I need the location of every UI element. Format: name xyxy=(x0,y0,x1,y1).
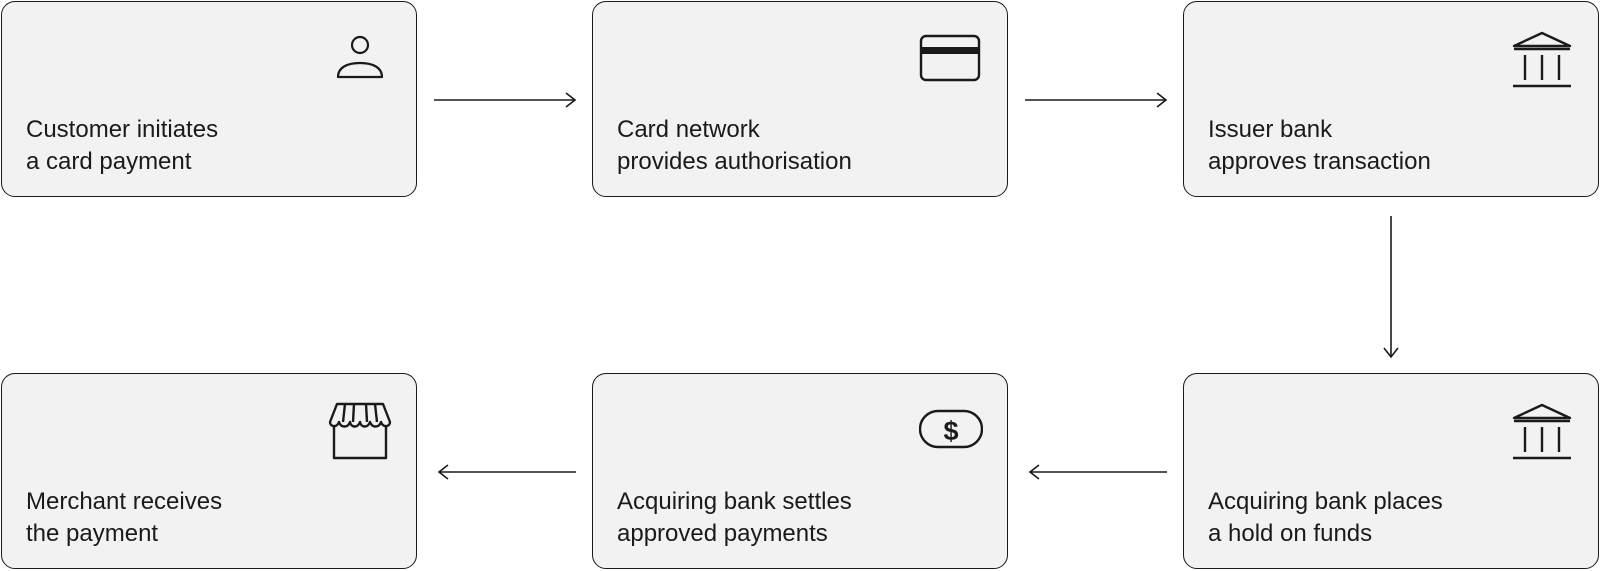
arrow-left-4-to-5 xyxy=(1028,464,1167,480)
storefront-icon xyxy=(328,402,392,466)
bank-icon xyxy=(1510,30,1574,94)
step-label: Merchant receives the payment xyxy=(26,488,223,547)
svg-text:$: $ xyxy=(943,416,958,446)
step-label: Card network provides authorisation xyxy=(617,116,852,175)
person-icon xyxy=(328,30,392,94)
step-label: Acquiring bank places a hold on funds xyxy=(1208,488,1443,547)
dollar-bill-icon: $ xyxy=(919,402,983,466)
bank-icon xyxy=(1510,402,1574,466)
step-card-acquiring-bank-settles: $ Acquiring bank settles approved paymen… xyxy=(592,373,1008,569)
arrow-right-1-to-2 xyxy=(434,92,577,108)
step-card-issuer-bank: Issuer bank approves transaction xyxy=(1183,1,1599,197)
step-card-customer-initiates: Customer initiates a card payment xyxy=(1,1,417,197)
credit-card-icon xyxy=(919,30,983,94)
step-card-acquiring-bank-hold: Acquiring bank places a hold on funds xyxy=(1183,373,1599,569)
step-card-merchant-receives: Merchant receives the payment xyxy=(1,373,417,569)
step-card-card-network: Card network provides authorisation xyxy=(592,1,1008,197)
arrow-left-5-to-6 xyxy=(437,464,576,480)
arrow-down-3-to-4 xyxy=(1383,216,1399,359)
step-label: Acquiring bank settles approved payments xyxy=(617,488,852,547)
step-label: Customer initiates a card payment xyxy=(26,116,219,175)
step-label: Issuer bank approves transaction xyxy=(1208,116,1431,175)
arrow-right-2-to-3 xyxy=(1025,92,1168,108)
